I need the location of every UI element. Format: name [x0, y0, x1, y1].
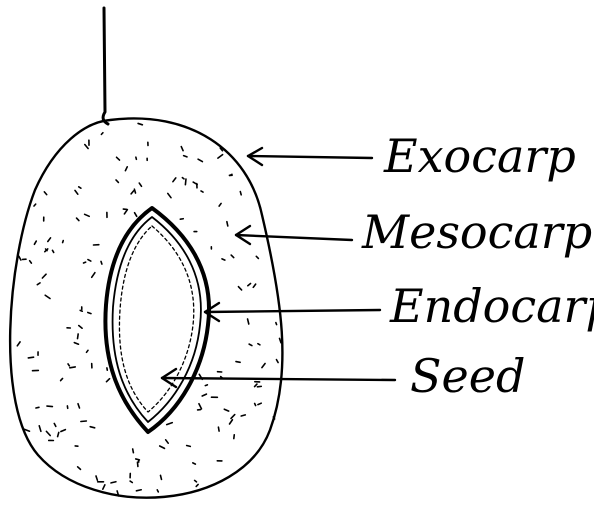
mesocarp-arrow: [236, 226, 352, 244]
seed-label: Seed: [410, 349, 525, 403]
seed-outline: [119, 226, 193, 412]
mesocarp-label: Mesocarp: [361, 205, 592, 259]
fruit-stalk: [103, 8, 108, 124]
endocarp-arrow: [205, 303, 380, 321]
endocarp-outline: [105, 208, 209, 432]
mesocarp-stipple: [17, 123, 281, 495]
exocarp-label: Exocarp: [383, 129, 576, 183]
endocarp-label: Endocarp: [389, 279, 594, 333]
exocarp-arrow: [248, 148, 372, 165]
